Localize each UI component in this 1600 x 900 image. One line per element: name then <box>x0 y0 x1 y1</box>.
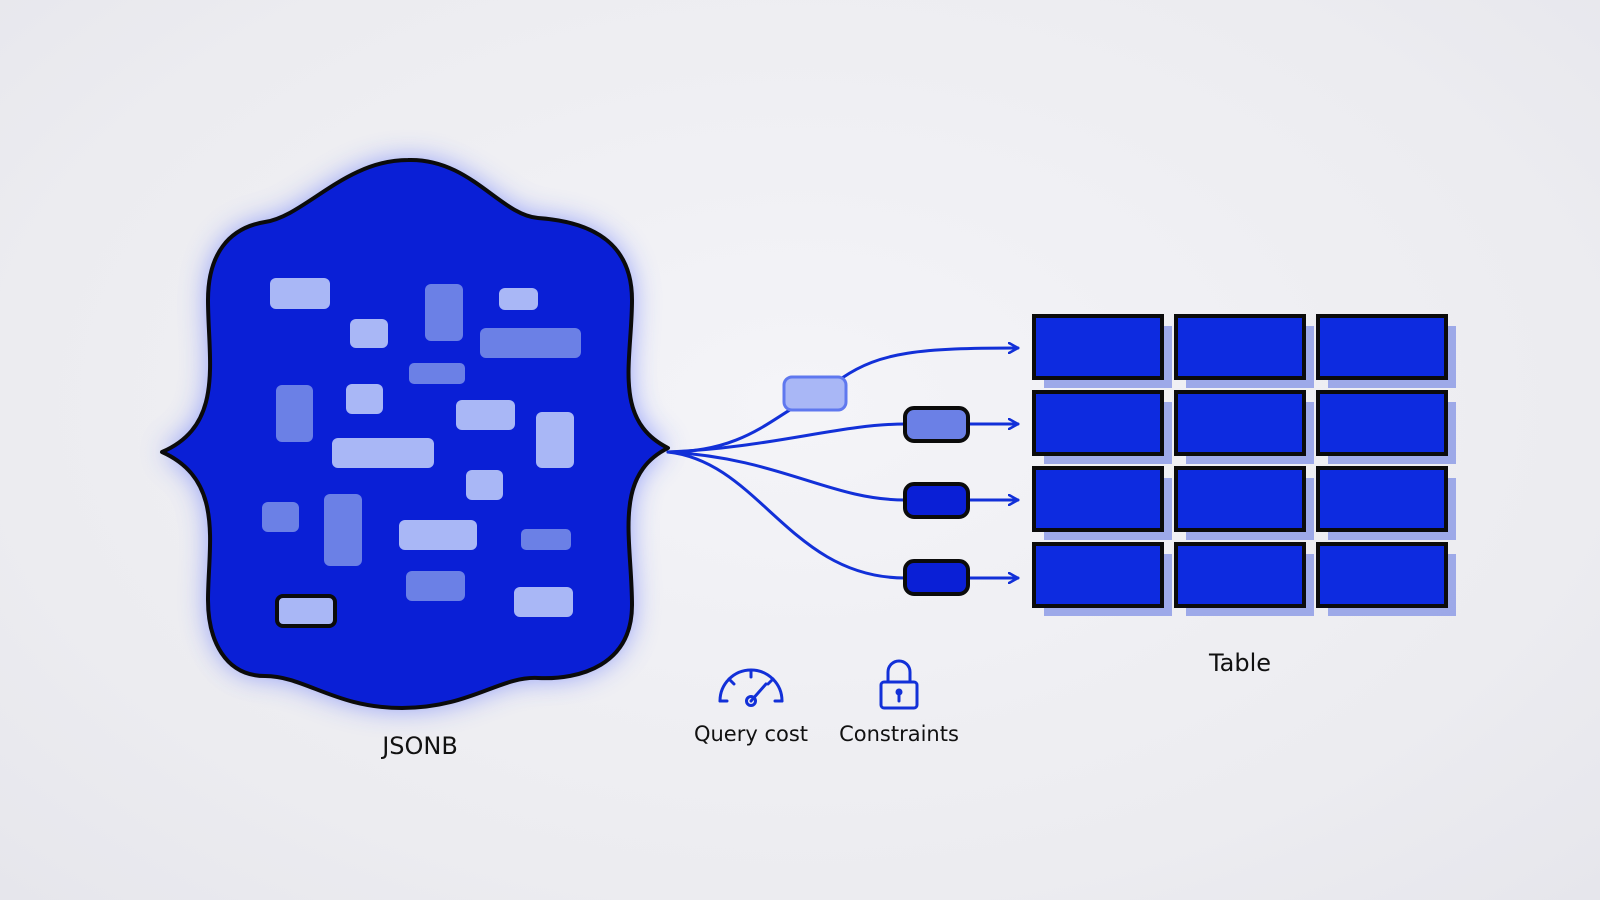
table-cell <box>1032 314 1164 380</box>
json-field-chip <box>324 494 362 566</box>
json-field-chip <box>466 470 503 500</box>
json-field-chip <box>406 571 465 601</box>
table-grid <box>1032 314 1456 616</box>
json-field-chip <box>350 319 388 348</box>
table-cell <box>1316 466 1448 532</box>
json-field-chip <box>262 502 299 532</box>
table-cell <box>1174 314 1306 380</box>
flow-line-1 <box>666 402 802 454</box>
extracted-field-pill-4 <box>903 559 970 596</box>
json-field-chip <box>276 385 313 442</box>
flow-line-3 <box>666 450 907 502</box>
json-field-chip <box>521 529 571 550</box>
extracted-field-pill-3 <box>903 482 970 519</box>
table-label: Table <box>1208 649 1271 677</box>
table-cell <box>1032 542 1164 608</box>
table-cell <box>1316 314 1448 380</box>
json-field-chip <box>536 412 574 468</box>
flow-line-1b <box>840 348 1020 380</box>
query-cost-label: Query cost <box>694 722 808 746</box>
extracted-field-pill-2 <box>903 406 970 443</box>
json-field-chip <box>346 384 383 414</box>
table-cell <box>1032 466 1164 532</box>
json-field-chip <box>409 363 465 384</box>
table-cell <box>1174 542 1306 608</box>
jsonb-blob-shape <box>160 157 670 710</box>
jsonb-fields <box>262 278 581 628</box>
json-field-chip <box>399 520 477 550</box>
json-field-chip <box>332 438 434 468</box>
speedometer-icon <box>718 668 784 707</box>
table-cell <box>1316 390 1448 456</box>
json-field-chip <box>270 278 330 309</box>
json-field-chip <box>456 400 515 430</box>
table-cell <box>1174 390 1306 456</box>
extracted-field-pill-1 <box>782 375 848 412</box>
jsonb-blob <box>160 157 670 710</box>
flow-line-4 <box>666 450 907 580</box>
jsonb-label: JSONB <box>380 732 458 760</box>
table-cell <box>1316 542 1448 608</box>
table-cell <box>1032 390 1164 456</box>
json-field-chip <box>499 288 538 310</box>
constraints-label: Constraints <box>839 722 959 746</box>
extracted-fields <box>782 375 970 596</box>
lock-icon <box>879 659 919 710</box>
extraction-flows <box>666 348 1020 580</box>
json-field-chip <box>480 328 581 358</box>
json-field-chip-selected <box>275 594 337 628</box>
json-field-chip <box>514 587 573 617</box>
table-cell <box>1174 466 1306 532</box>
flow-line-2 <box>666 422 907 454</box>
json-field-chip <box>425 284 463 341</box>
